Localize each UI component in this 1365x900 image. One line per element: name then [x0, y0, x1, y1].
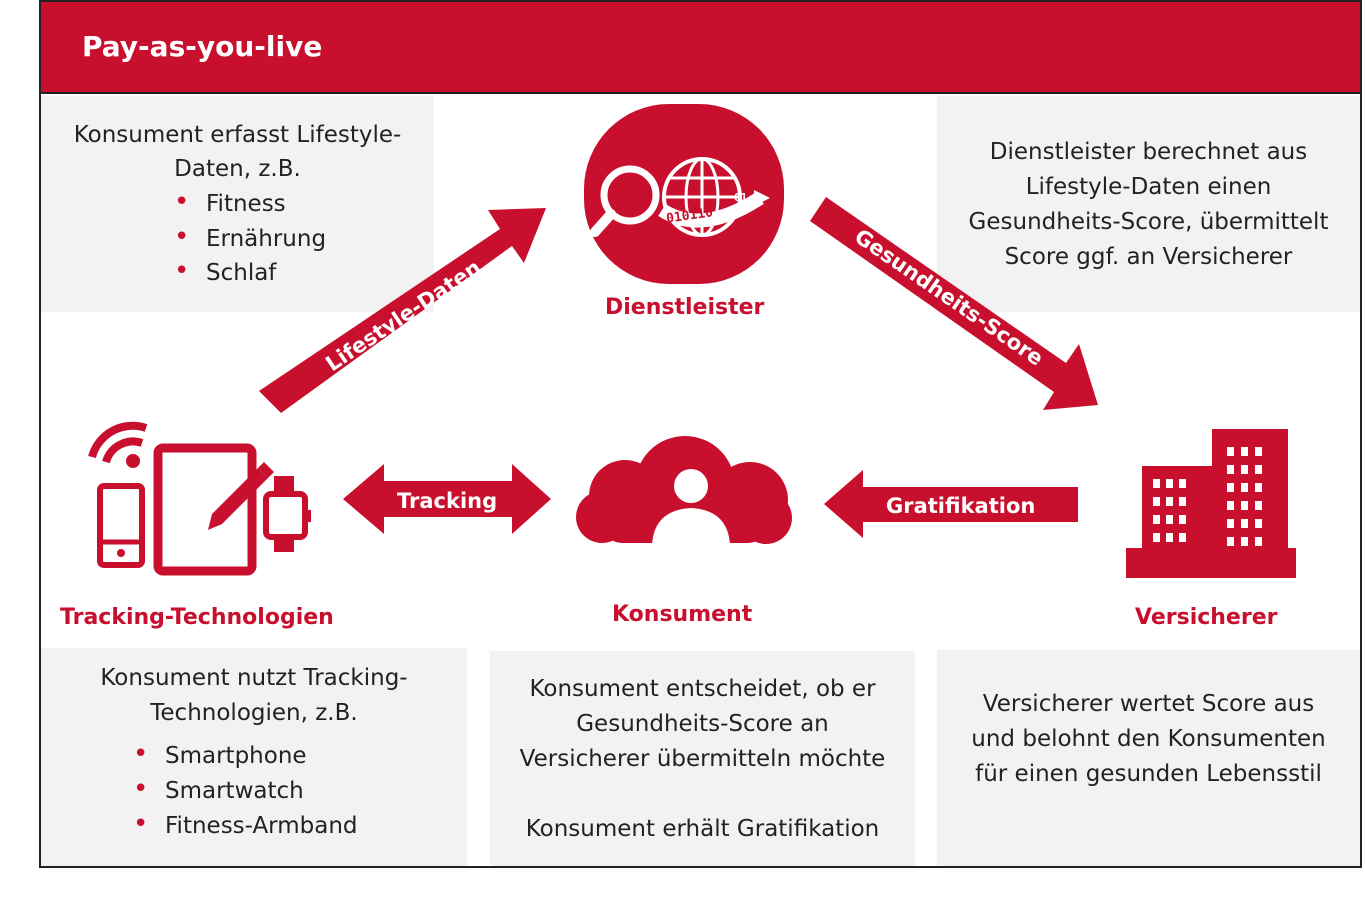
bullet-dot-icon: • — [133, 739, 149, 769]
bullet-text: Schlaf — [206, 260, 277, 286]
binary-text: 010110 — [665, 205, 714, 226]
arrow-lifestyle-daten: Lifestyle-Daten — [259, 208, 546, 413]
box-bottom-right — [937, 650, 1360, 866]
label-tracking-technologien: Tracking-Technologien — [60, 605, 334, 630]
box-top-left-line-1: Konsument erfasst Lifestyle- — [73, 122, 402, 148]
cloud-user-icon — [576, 436, 792, 545]
arrow-gratifikation: Gratifikation — [824, 470, 1078, 538]
arrow-gesundheits-score: Gesundheits-Score — [810, 197, 1098, 410]
box-top-right-line-4: Score ggf. an Versicherer — [1004, 244, 1293, 270]
bullet-dot-icon: • — [174, 222, 190, 252]
box-bottom-center-line-2: Gesundheits-Score an — [576, 711, 829, 737]
box-bottom-right-line-1: Versicherer wertet Score aus — [982, 691, 1315, 717]
arrow-gesundheits-label: Gesundheits-Score — [850, 224, 1048, 370]
box-bottom-right-line-3: für einen gesunden Lebensstil — [975, 761, 1322, 787]
box-top-right — [937, 96, 1360, 312]
buildings-icon — [1126, 429, 1296, 578]
box-bottom-right-line-2: und belohnt den Konsumenten — [971, 726, 1326, 752]
bullet-dot-icon: • — [174, 256, 190, 286]
bullet-dot-icon: • — [174, 187, 190, 217]
bullet-dot-icon: • — [133, 774, 149, 804]
devices-icon — [88, 421, 311, 576]
box-bottom-left — [41, 648, 467, 866]
box-top-left — [41, 96, 434, 312]
arrow-tracking-label: Tracking — [397, 489, 497, 513]
bullet-text: Smartphone — [165, 743, 307, 769]
label-versicherer: Versicherer — [1135, 605, 1278, 630]
box-bottom-center-line-3: Versicherer übermitteln möchte — [519, 746, 886, 772]
bullet-text: Ernährung — [206, 226, 327, 252]
box-bottom-left-line-2: Technologien, z.B. — [150, 700, 358, 726]
box-bottom-center-line-5: Konsument erhält Gratifikation — [525, 816, 880, 842]
box-top-right-line-1: Dienstleister berechnet aus — [989, 139, 1308, 165]
box-bottom-center — [490, 651, 915, 866]
bullet-text: Fitness — [206, 191, 286, 217]
box-top-right-line-2: Lifestyle-Daten einen — [1025, 174, 1272, 200]
binary-text-small: 01 — [734, 191, 748, 204]
globe-search-icon: 010110 01 — [584, 104, 784, 284]
bullet-text: Fitness-Armband — [165, 813, 358, 839]
box-top-right-line-3: Gesundheits-Score, übermittelt — [968, 209, 1329, 235]
box-top-left-line-2: Daten, z.B. — [174, 156, 301, 182]
arrow-tracking: Tracking — [343, 464, 551, 534]
bullet-dot-icon: • — [133, 809, 149, 839]
label-dienstleister: Dienstleister — [605, 295, 765, 320]
page-title: Pay-as-you-live — [82, 30, 323, 63]
box-bottom-center-line-1: Konsument entscheidet, ob er — [529, 676, 876, 702]
label-konsument: Konsument — [612, 602, 753, 627]
arrow-lifestyle-label: Lifestyle-Daten — [321, 255, 485, 376]
box-bottom-left-line-1: Konsument nutzt Tracking- — [100, 665, 408, 691]
bullet-text: Smartwatch — [165, 778, 304, 804]
arrow-gratifikation-label: Gratifikation — [886, 494, 1035, 518]
header-bar — [39, 0, 1362, 94]
